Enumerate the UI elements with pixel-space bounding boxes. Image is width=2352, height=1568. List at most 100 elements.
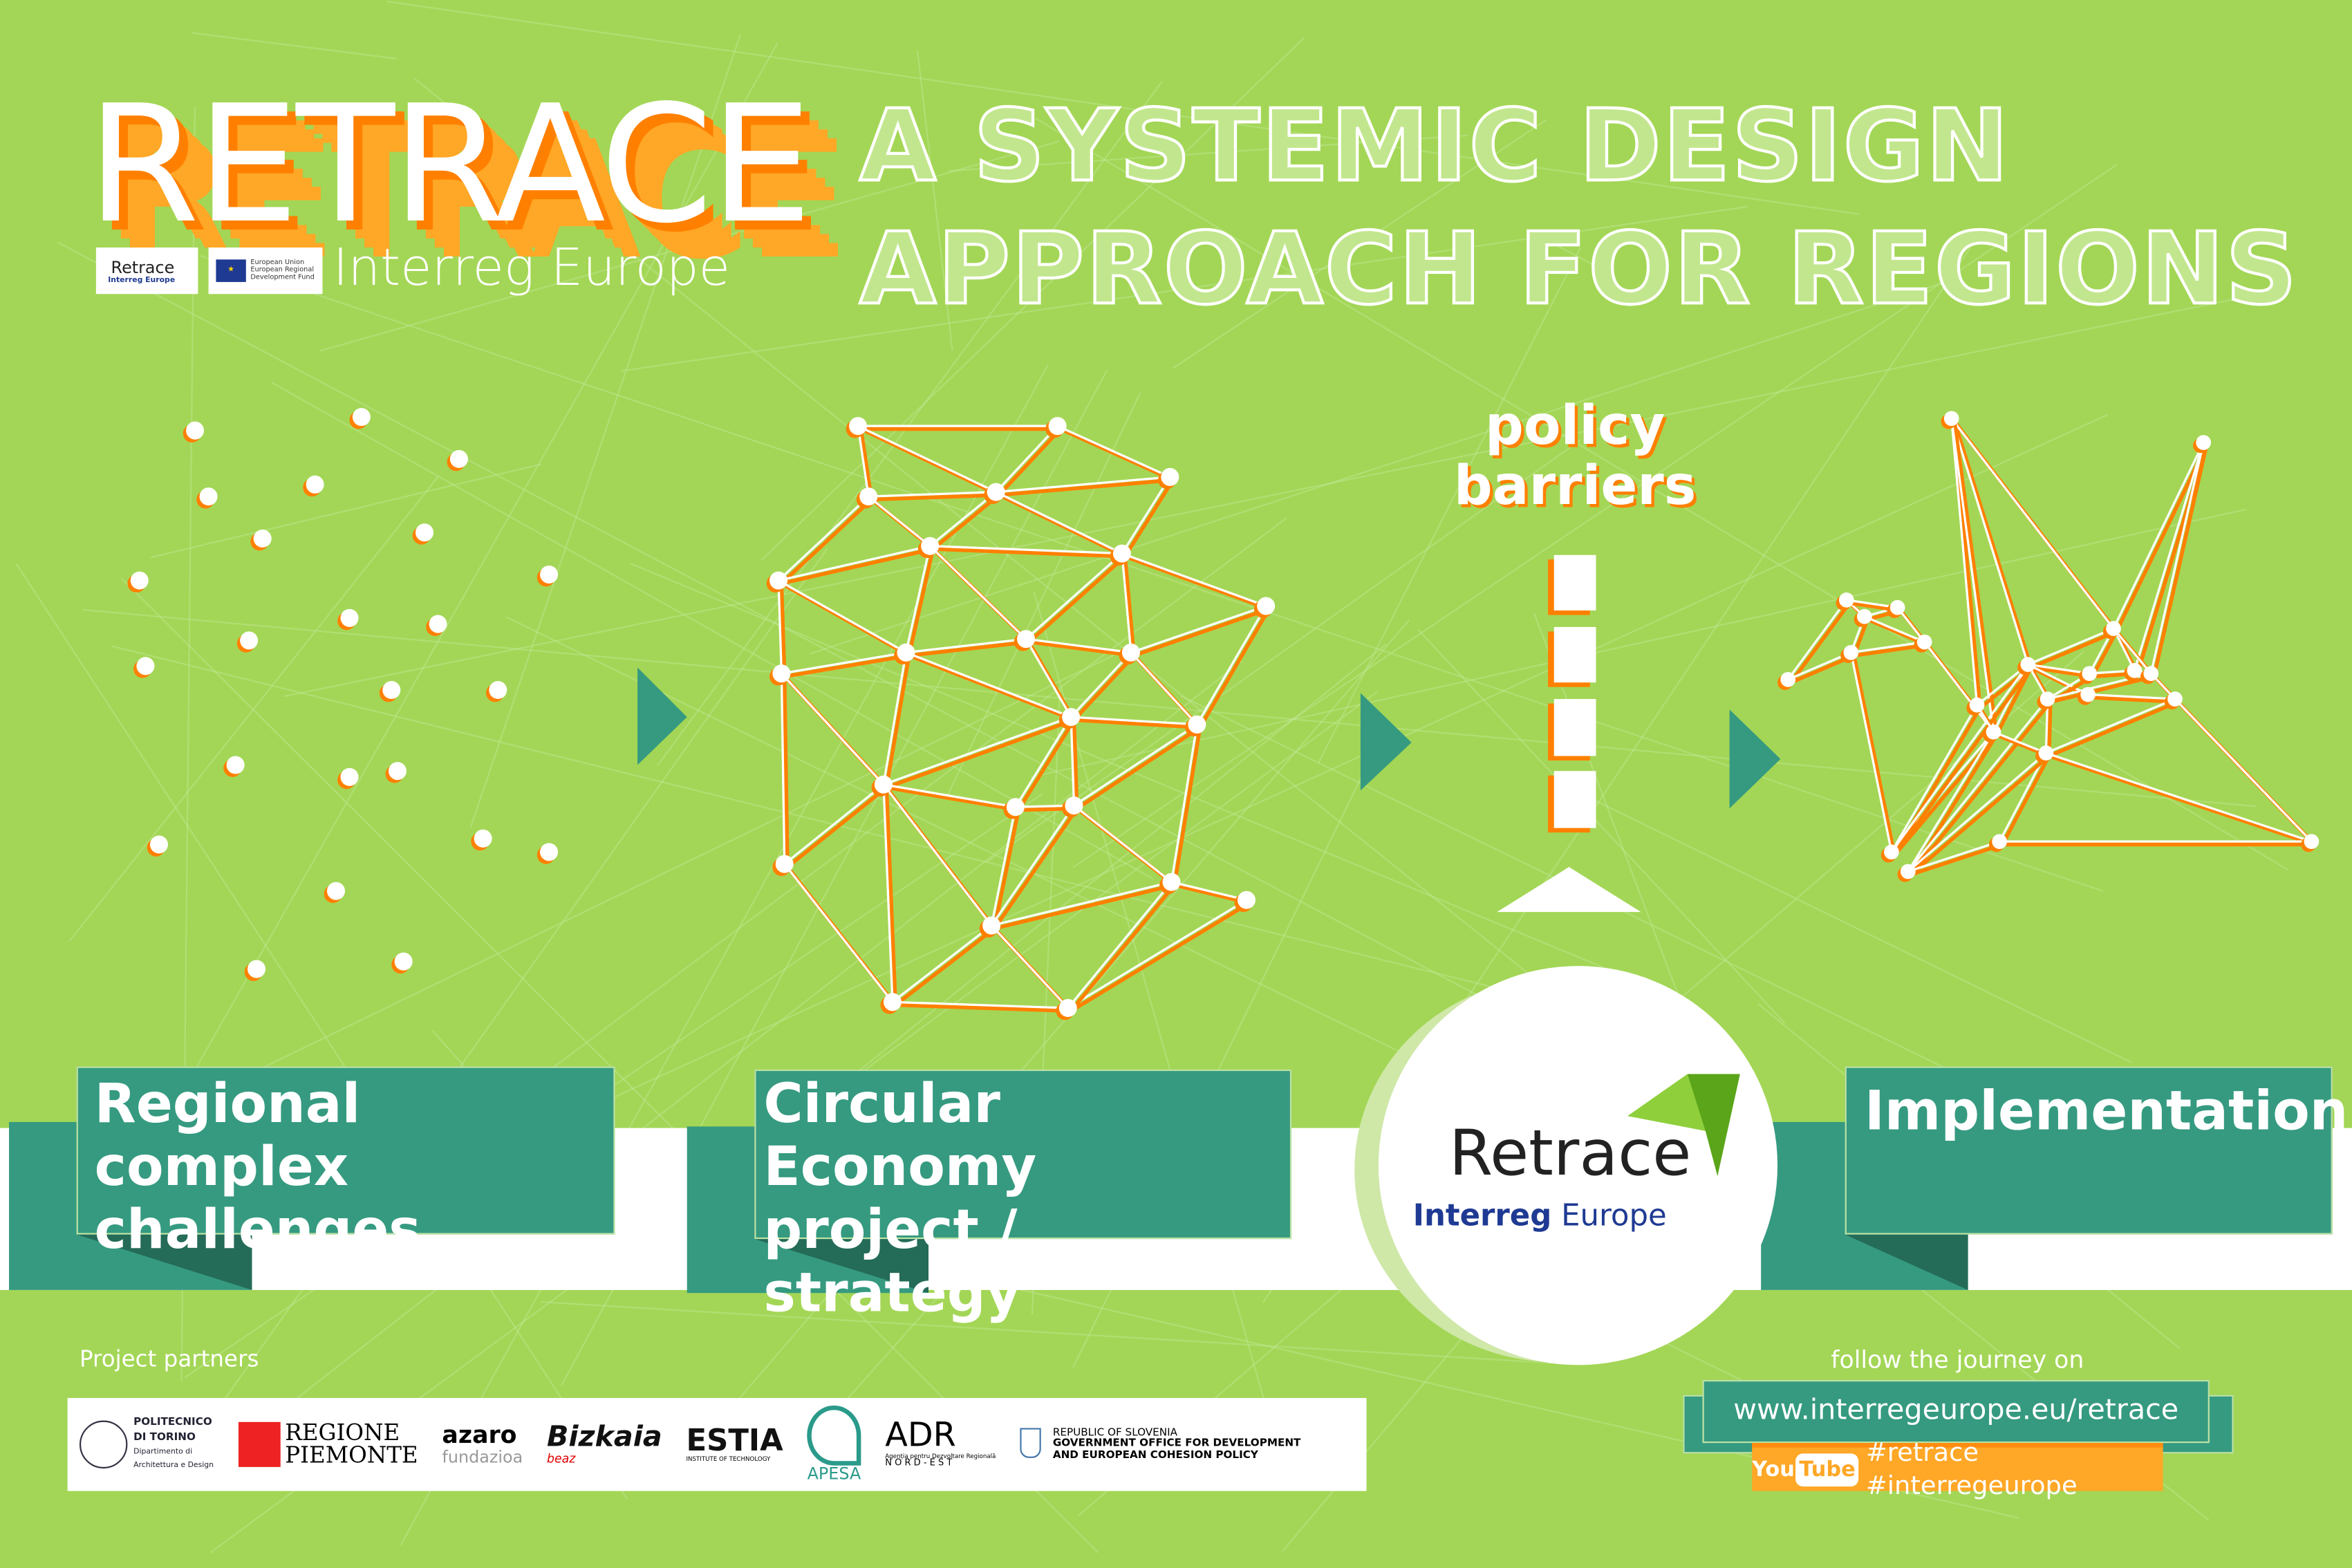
next-arrow-icon — [637, 667, 687, 765]
network-edge-shadow — [783, 676, 790, 868]
network-edge-shadow — [781, 581, 911, 657]
network-edge-shadow — [1198, 608, 1271, 729]
next-arrow-icon — [1729, 709, 1781, 809]
pattern-line — [949, 134, 1468, 172]
network-edge — [1014, 716, 1072, 808]
network-edge — [1171, 881, 1247, 902]
network-node — [149, 835, 168, 854]
network-edge-shadow — [779, 583, 787, 677]
network-node — [1857, 608, 1872, 624]
network-edge — [2045, 698, 2176, 754]
network-edge — [1195, 605, 1267, 725]
network-node — [1843, 644, 1859, 660]
network-edge — [1071, 716, 1197, 726]
pattern-line — [944, 392, 1141, 800]
network-edge — [1950, 418, 2029, 665]
pattern-line — [111, 645, 1602, 1015]
network-node — [326, 881, 346, 900]
network-edge — [778, 579, 907, 654]
network-node — [921, 536, 940, 555]
network-edge — [1864, 615, 1925, 644]
network-edge-shadow — [908, 640, 1029, 657]
step-implementation: Implementation — [1845, 1066, 2348, 1235]
network-edge-shadow — [884, 655, 911, 788]
network-edge — [1073, 804, 1173, 884]
network-edge — [1073, 723, 1198, 807]
network-edge — [904, 545, 931, 653]
network-node — [772, 664, 791, 683]
network-edge — [892, 1000, 1068, 1009]
network-node — [1900, 864, 1916, 879]
network-edge-shadow — [2001, 755, 2051, 846]
project-url-link[interactable]: www.interregeurope.eu/retrace — [1702, 1380, 2210, 1444]
network-edge — [1992, 731, 2046, 754]
up-arrow-icon — [1497, 867, 1641, 913]
network-edge — [996, 476, 1170, 494]
network-edge — [783, 783, 884, 865]
network-edge — [991, 881, 1172, 927]
retrace-mini-logo: Retrace Interreg Europe — [95, 247, 198, 295]
title-line-1: A SYSTEMIC DESIGN — [858, 88, 2010, 205]
network-node — [1992, 834, 2007, 850]
network-node — [849, 417, 868, 436]
network-edge-shadow — [1173, 727, 1202, 886]
network-node — [2080, 687, 2096, 702]
network-edge — [882, 652, 908, 785]
ribbon-fold — [754, 1239, 929, 1294]
network-node — [769, 571, 788, 590]
network-edge — [2149, 442, 2205, 674]
network-edge — [1121, 552, 1267, 608]
network-edge — [882, 784, 894, 1002]
network-edge-shadow — [2050, 674, 2155, 704]
network-edge-shadow — [1072, 720, 1079, 809]
barriers-label: barriers — [1453, 456, 1697, 518]
network-node — [2304, 834, 2320, 850]
network-edge — [1067, 881, 1173, 1009]
pattern-line — [621, 205, 1748, 372]
pattern-line — [319, 140, 1060, 352]
network-edge — [2027, 627, 2114, 666]
network-edge — [995, 491, 1123, 555]
ribbon-fold — [76, 1234, 252, 1290]
network-node — [1048, 417, 1067, 436]
network-edge-shadow — [1124, 554, 1270, 611]
network-edge-shadow — [997, 427, 1062, 496]
network-node — [1121, 643, 1140, 662]
network-edge-shadow — [1910, 842, 2004, 877]
partner-apesa: APESA — [807, 1406, 861, 1483]
network-node — [1017, 630, 1036, 648]
network-edge — [777, 580, 783, 674]
network-node — [1916, 634, 1932, 650]
network-node — [987, 483, 1005, 501]
network-edge — [1849, 652, 1893, 852]
network-edge — [1070, 651, 1132, 718]
network-node — [2082, 666, 2098, 682]
network-edge-shadow — [1123, 556, 1136, 656]
network-edge-shadow — [1952, 420, 2033, 669]
network-edge-shadow — [2114, 445, 2208, 633]
network-edge — [2028, 663, 2090, 675]
network-edge — [882, 783, 993, 926]
pattern-line — [1030, 508, 2247, 778]
network-edge-shadow — [1892, 707, 1982, 857]
network-edge-shadow — [1072, 654, 1136, 722]
network-node — [982, 916, 1001, 935]
network-edge-shadow — [2048, 700, 2179, 758]
network-edge-shadow — [1852, 655, 1896, 856]
network-edge — [1787, 651, 1851, 681]
network-edge — [1130, 604, 1267, 654]
pattern-line — [1317, 247, 1581, 765]
pattern-line — [760, 37, 1305, 561]
network-edge — [1025, 552, 1123, 640]
network-edge — [1950, 418, 1979, 705]
network-edge-shadow — [998, 493, 1126, 559]
network-edge — [1786, 599, 1848, 680]
network-edge-shadow — [1059, 427, 1174, 482]
network-node — [2040, 691, 2055, 707]
network-edge — [2088, 693, 2176, 700]
pattern-line — [1072, 163, 2118, 868]
